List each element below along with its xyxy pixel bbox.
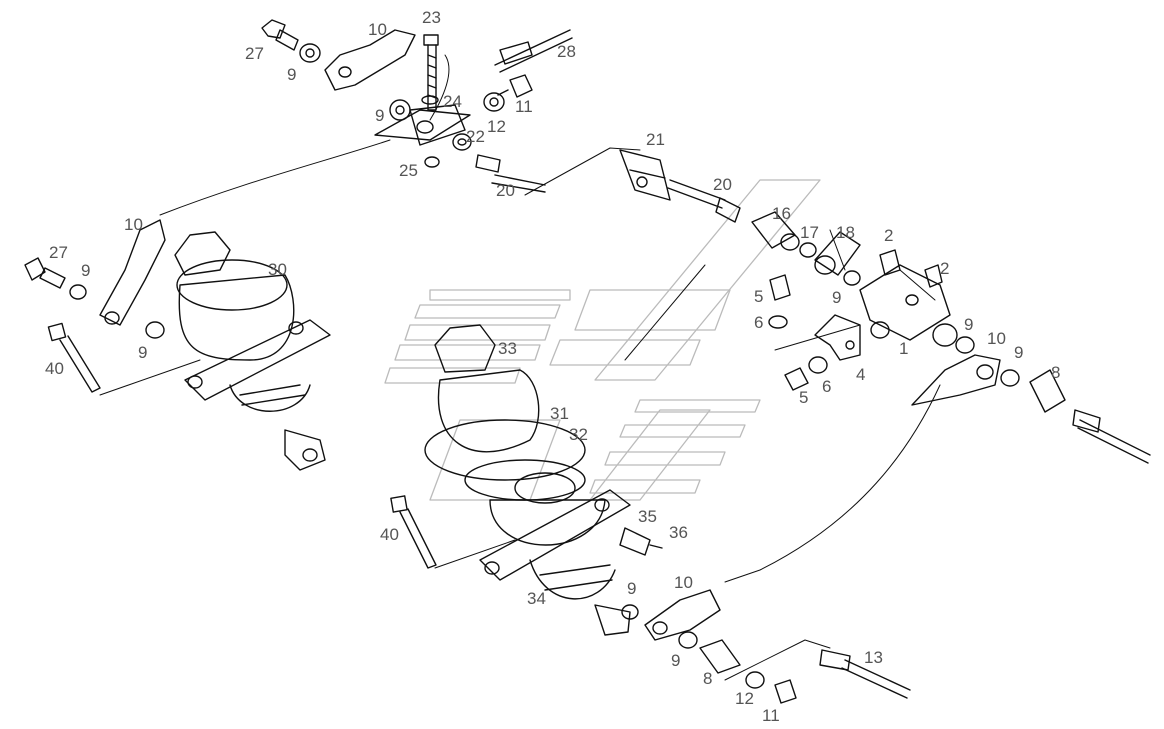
- part-label-6: 6: [754, 313, 764, 332]
- part-label-9: 9: [671, 651, 681, 670]
- part-label-18: 18: [836, 223, 855, 242]
- part-label-17: 17: [800, 223, 819, 242]
- part-label-5: 5: [754, 287, 764, 306]
- bracket-4: [814, 314, 861, 361]
- part-label-9: 9: [138, 343, 148, 362]
- part-label-6: 6: [822, 377, 832, 396]
- part-label-33: 33: [498, 339, 517, 358]
- bolt-40-left: [47, 322, 101, 393]
- part-label-4: 4: [856, 365, 866, 384]
- cylinder-33: [424, 324, 631, 636]
- part-label-9: 9: [832, 288, 842, 307]
- valve-body-1: [859, 249, 958, 347]
- banjo-10-left: [99, 219, 166, 326]
- part-label-27: 27: [49, 243, 68, 262]
- part-label-12: 12: [487, 117, 506, 136]
- part-label-9: 9: [1014, 343, 1024, 362]
- part-label-25: 25: [399, 161, 418, 180]
- part-label-9: 9: [287, 65, 297, 84]
- fitting-8-bottom: [699, 639, 797, 704]
- plug-35-36: [619, 527, 663, 556]
- fitting-8-right: [1029, 369, 1151, 464]
- block-22: [374, 104, 472, 151]
- part-label-10: 10: [368, 20, 387, 39]
- part-label-32: 32: [569, 425, 588, 444]
- cable-13: [819, 649, 911, 699]
- bracket-21: [619, 149, 671, 201]
- part-label-5: 5: [799, 388, 809, 407]
- washers-top: [299, 43, 505, 168]
- part-label-1: 1: [899, 339, 909, 358]
- cable-28: [494, 29, 573, 73]
- part-label-10: 10: [124, 215, 143, 234]
- part-label-11: 11: [762, 706, 780, 725]
- bolt-27-left: [24, 257, 165, 339]
- part-label-9: 9: [375, 106, 385, 125]
- part-label-9: 9: [81, 261, 91, 280]
- watermark-logo: [384, 179, 821, 501]
- part-label-9: 9: [964, 315, 974, 334]
- part-label-21: 21: [646, 130, 665, 149]
- part-label-13: 13: [864, 648, 883, 667]
- part-label-11: 11: [515, 97, 533, 116]
- banjo-10-bottom: [621, 589, 721, 649]
- part-label-27: 27: [245, 44, 264, 63]
- part-label-20: 20: [713, 175, 732, 194]
- part-label-40: 40: [45, 359, 64, 378]
- part-label-10: 10: [987, 329, 1006, 348]
- part-label-23: 23: [422, 8, 441, 27]
- bolts-5-6: [768, 274, 828, 391]
- banjo-10-right: [911, 336, 1020, 406]
- part-label-16: 16: [772, 204, 791, 223]
- part-label-12: 12: [735, 689, 754, 708]
- bolt-11-top: [497, 74, 533, 98]
- cable-20-right: [667, 179, 741, 223]
- part-label-8: 8: [703, 669, 713, 688]
- part-label-28: 28: [557, 42, 576, 61]
- banjo-10-top: [324, 29, 416, 91]
- fitting-16: [751, 211, 800, 251]
- part-label-9: 9: [627, 579, 637, 598]
- part-label-40: 40: [380, 525, 399, 544]
- part-label-2: 2: [940, 259, 950, 278]
- cylinder-30: [174, 231, 331, 471]
- part-label-30: 30: [268, 260, 287, 279]
- cable-20-top: [475, 154, 546, 193]
- part-label-20: 20: [496, 181, 515, 200]
- part-label-8: 8: [1051, 363, 1061, 382]
- bolt-40-center: [390, 495, 437, 569]
- part-label-2: 2: [884, 226, 894, 245]
- part-label-24: 24: [443, 92, 462, 111]
- part-label-35: 35: [638, 507, 657, 526]
- part-label-10: 10: [674, 573, 693, 592]
- part-label-31: 31: [550, 404, 569, 423]
- fitting-17-18: [799, 231, 861, 286]
- bolt-23: [423, 34, 439, 111]
- bolt-27-top: [261, 19, 299, 51]
- part-label-36: 36: [669, 523, 688, 542]
- part-label-22: 22: [466, 127, 485, 146]
- part-label-34: 34: [527, 589, 546, 608]
